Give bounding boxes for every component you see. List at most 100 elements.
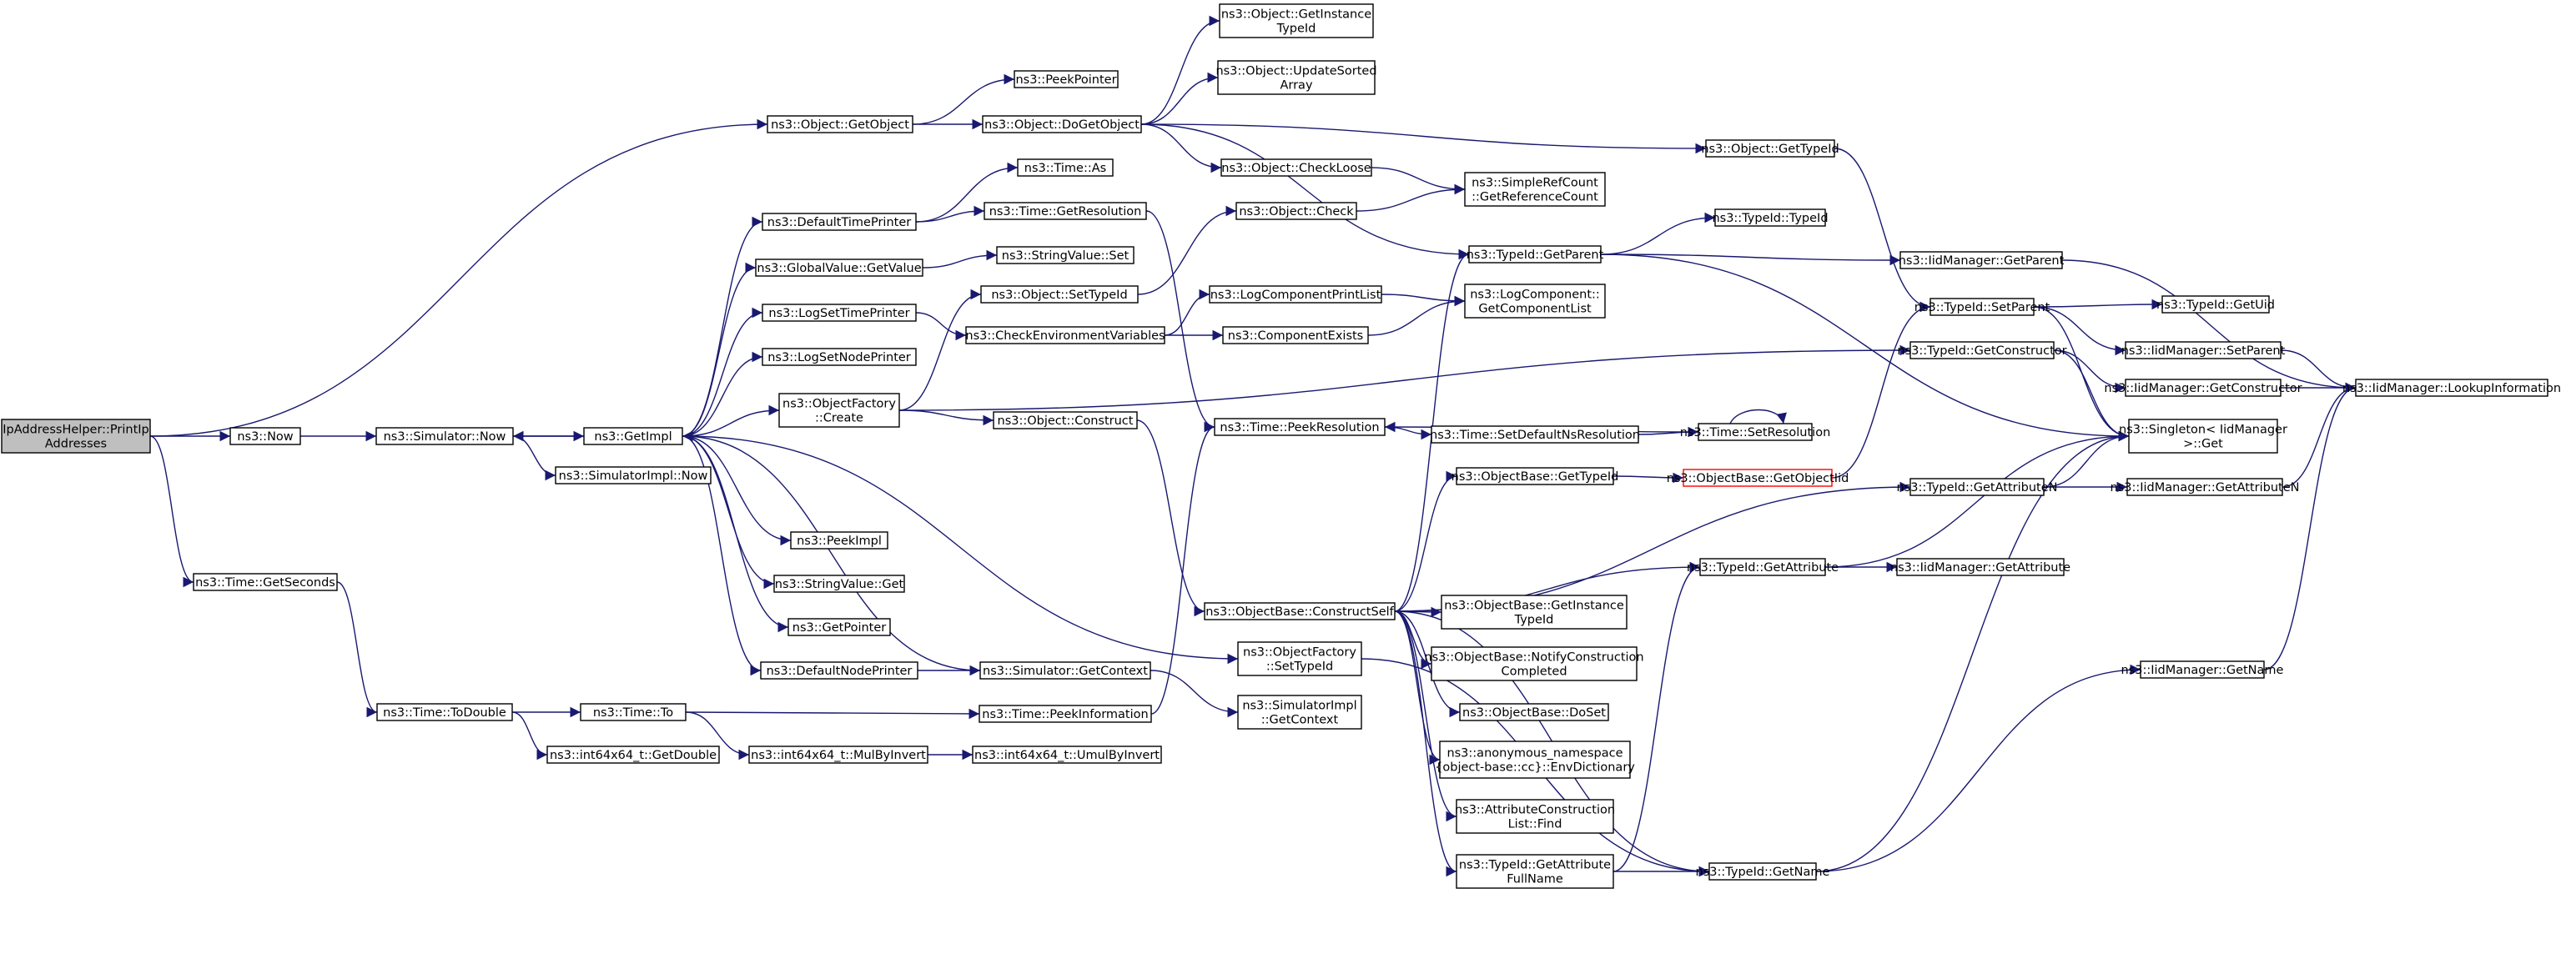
node-dogetobject[interactable]: ns3::Object::DoGetObject — [982, 115, 1142, 133]
node-box[interactable] — [760, 661, 918, 680]
node-box[interactable] — [1464, 284, 1606, 319]
node-box[interactable] — [1237, 641, 1362, 676]
node-box[interactable] — [762, 304, 917, 322]
node-iidgetname[interactable]: ns3::IidManager::GetName — [2121, 660, 2284, 679]
node-timepeekres[interactable]: ns3::Time::PeekResolution — [1214, 418, 1386, 436]
node-box[interactable] — [1456, 799, 1614, 834]
node-box[interactable] — [755, 259, 923, 277]
node-box[interactable] — [1899, 251, 2063, 269]
node-defaultnodeprinter[interactable]: ns3::DefaultNodePrinter — [760, 661, 918, 680]
node-box[interactable] — [2126, 478, 2283, 496]
node-box[interactable] — [580, 703, 687, 721]
node-box[interactable] — [1220, 158, 1372, 177]
node-box[interactable] — [2125, 379, 2282, 397]
node-box[interactable] — [1683, 469, 1833, 487]
node-iidgetconstructor[interactable]: ns3::IidManager::GetConstructor — [2104, 379, 2302, 397]
node-objgettypeid[interactable]: ns3::Object::GetTypeId — [1701, 139, 1839, 158]
node-box[interactable] — [1708, 862, 1817, 881]
node-box[interactable] — [790, 531, 888, 550]
node-stringvalueset[interactable]: ns3::StringValue::Set — [996, 246, 1135, 264]
node-box[interactable] — [2128, 419, 2278, 454]
node-box[interactable] — [2161, 295, 2270, 314]
node-box[interactable] — [979, 705, 1152, 723]
node-getpointer[interactable]: ns3::GetPointer — [787, 618, 891, 636]
node-box[interactable] — [1217, 60, 1376, 95]
node-simimplnow[interactable]: ns3::SimulatorImpl::Now — [555, 466, 712, 484]
node-logcompgetlist[interactable]: ns3::LogComponent::GetComponentList — [1464, 284, 1606, 319]
node-timeas[interactable]: ns3::Time::As — [1017, 158, 1114, 177]
node-box[interactable] — [1204, 602, 1396, 620]
node-now[interactable]: ns3::Now — [229, 427, 301, 445]
node-box[interactable] — [1909, 478, 2045, 496]
node-getdouble[interactable]: ns3::int64x64_t::GetDouble — [546, 746, 720, 764]
node-typeidtypeid[interactable]: ns3::TypeId::TypeId — [1712, 208, 1829, 227]
node-timesetres[interactable]: ns3::Time::SetResolution — [1680, 423, 1831, 441]
node-objsettypeid[interactable]: ns3::Object::SetTypeId — [980, 285, 1139, 304]
node-umulbyinvert[interactable]: ns3::int64x64_t::UmulByInvert — [972, 746, 1162, 764]
node-box[interactable] — [1237, 695, 1362, 730]
node-objbasedoset[interactable]: ns3::ObjectBase::DoSet — [1459, 703, 1609, 721]
node-logcompprintlist[interactable]: ns3::LogComponentPrintList — [1209, 285, 1382, 304]
node-box[interactable] — [1468, 245, 1602, 264]
node-box[interactable] — [787, 618, 891, 636]
node-box[interactable] — [2355, 379, 2548, 397]
node-box[interactable] — [996, 246, 1135, 264]
node-peekimpl[interactable]: ns3::PeekImpl — [790, 531, 888, 550]
node-typeidgetconstructor[interactable]: ns3::TypeId::GetConstructor — [1897, 341, 2067, 359]
node-box[interactable] — [546, 746, 720, 764]
node-box[interactable] — [1214, 418, 1386, 436]
node-box[interactable] — [980, 285, 1139, 304]
node-objgetobject[interactable]: ns3::Object::GetObject — [767, 115, 913, 133]
node-typeidgetattribute[interactable]: ns3::TypeId::GetAttribute — [1687, 558, 1839, 576]
node-box[interactable] — [1431, 646, 1638, 681]
node-objconstruct[interactable]: ns3::Object::Construct — [993, 411, 1138, 429]
node-defaulttimeprinter[interactable]: ns3::DefaultTimePrinter — [762, 213, 917, 231]
node-simplerefcount[interactable]: ns3::SimpleRefCount::GetReferenceCount — [1464, 172, 1606, 207]
node-simimplgetctx[interactable]: ns3::SimulatorImpl::GetContext — [1237, 695, 1362, 730]
node-box[interactable] — [1431, 425, 1639, 444]
node-box[interactable] — [984, 202, 1147, 220]
node-stringvalueget[interactable]: ns3::StringValue::Get — [773, 575, 905, 593]
node-box[interactable] — [1459, 703, 1609, 721]
node-box[interactable] — [2125, 341, 2282, 359]
node-typeidgetname[interactable]: ns3::TypeId::GetName — [1696, 862, 1830, 881]
node-timepeekinfo[interactable]: ns3::Time::PeekInformation — [979, 705, 1152, 723]
node-iidgetparent[interactable]: ns3::IidManager::GetParent — [1899, 251, 2065, 269]
node-simnow[interactable]: ns3::Simulator::Now — [375, 427, 514, 445]
node-box[interactable] — [762, 213, 917, 231]
node-globalvalue[interactable]: ns3::GlobalValue::GetValue — [755, 259, 923, 277]
node-box[interactable] — [1014, 70, 1119, 88]
node-checkenv[interactable]: ns3::CheckEnvironmentVariables — [965, 326, 1165, 344]
node-timeto[interactable]: ns3::Time::To — [580, 703, 687, 721]
node-getimpl[interactable]: ns3::GetImpl — [583, 427, 683, 445]
node-box[interactable] — [965, 326, 1165, 344]
node-box[interactable] — [762, 348, 917, 366]
node-timesetdefault[interactable]: ns3::Time::SetDefaultNsResolution — [1430, 425, 1640, 444]
node-box[interactable] — [1714, 208, 1826, 227]
node-box[interactable] — [555, 466, 712, 484]
node-box[interactable] — [1439, 741, 1631, 779]
node-mulbyinvert[interactable]: ns3::int64x64_t::MulByInvert — [748, 746, 928, 764]
node-box[interactable] — [1698, 423, 1813, 441]
node-timegetres[interactable]: ns3::Time::GetResolution — [984, 202, 1147, 220]
node-typeidgetuid[interactable]: ns3::TypeId::GetUid — [2156, 295, 2275, 314]
node-box[interactable] — [767, 115, 913, 133]
node-box[interactable] — [1896, 558, 2065, 576]
node-box[interactable] — [1017, 158, 1114, 177]
node-timetodouble[interactable]: ns3::Time::ToDouble — [376, 703, 513, 721]
node-box[interactable] — [1929, 298, 2035, 316]
node-logsetnode[interactable]: ns3::LogSetNodePrinter — [762, 348, 917, 366]
node-box[interactable] — [1699, 558, 1826, 576]
node-iidgetattributen[interactable]: ns3::IidManager::GetAttributeN — [2110, 478, 2300, 496]
node-box[interactable] — [583, 427, 683, 445]
node-box[interactable] — [773, 575, 905, 593]
node-box[interactable] — [972, 746, 1162, 764]
node-peekpointer[interactable]: ns3::PeekPointer — [1014, 70, 1119, 88]
node-objcheckloose[interactable]: ns3::Object::CheckLoose — [1220, 158, 1372, 177]
